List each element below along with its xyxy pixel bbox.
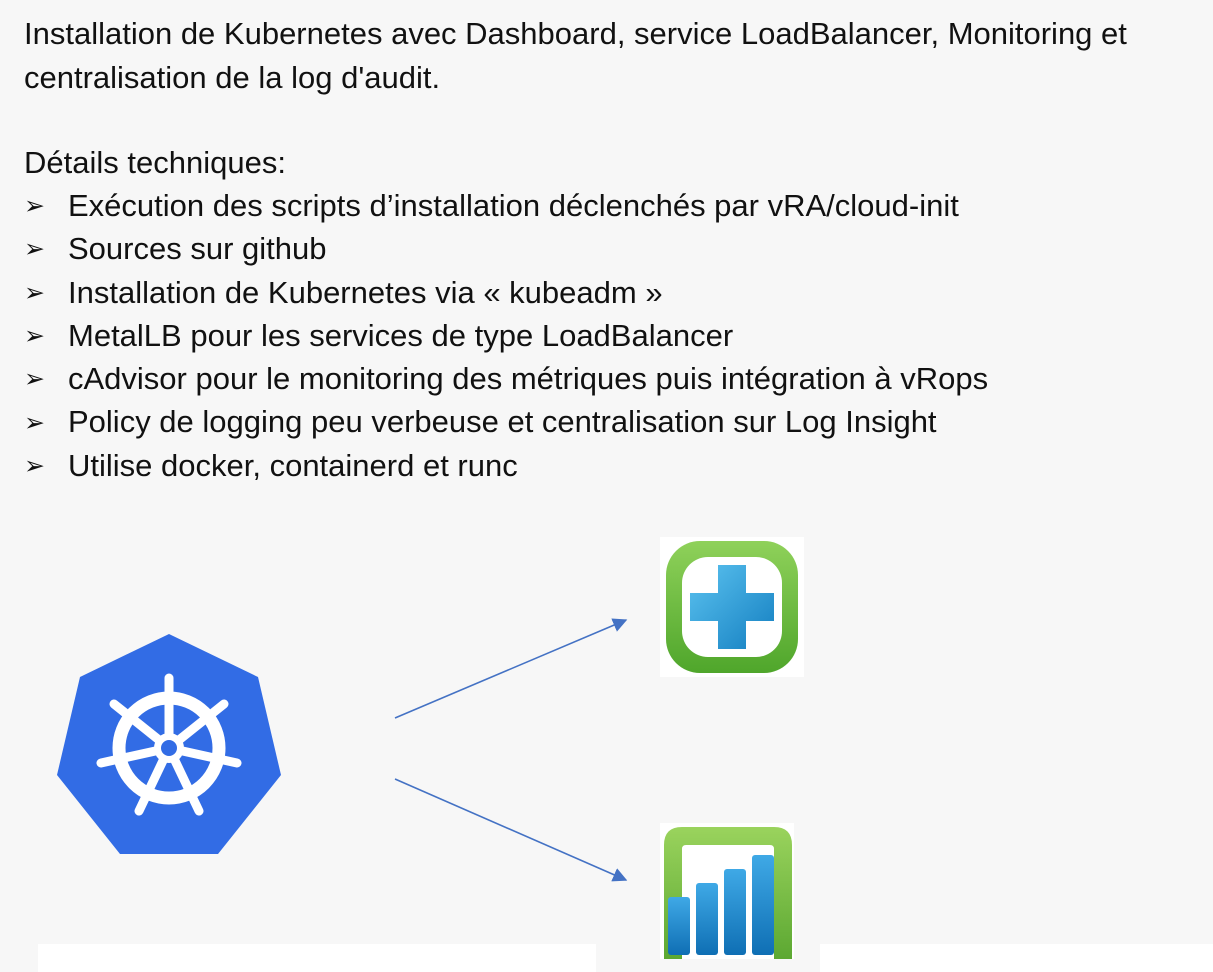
vrealize-automation-icon: [660, 537, 804, 677]
bullet-text: Utilise docker, containerd et runc: [68, 447, 518, 483]
bottom-strip: [820, 944, 1213, 972]
bullet-list: ➢ Exécution des scripts d’installation dé…: [24, 184, 988, 487]
bullet-arrow-icon: ➢: [24, 234, 45, 264]
bullet-item: ➢ Sources sur github: [24, 227, 988, 270]
bullet-text: cAdvisor pour le monitoring des métrique…: [68, 361, 989, 397]
bullet-arrow-icon: ➢: [24, 364, 45, 394]
bullet-item: ➢ Installation de Kubernetes via « kubead…: [24, 271, 988, 314]
intro-text: Installation de Kubernetes avec Dashboar…: [24, 16, 1127, 95]
bullet-text: Exécution des scripts d’installation déc…: [68, 188, 959, 223]
bullet-arrow-icon: ➢: [24, 450, 45, 480]
kubernetes-logo-icon: [57, 634, 281, 854]
bullet-arrow-icon: ➢: [24, 407, 45, 437]
bullet-arrow-icon: ➢: [24, 277, 45, 307]
bullet-item: ➢ MetalLB pour les services de type LoadB…: [24, 314, 988, 357]
bullet-arrow-icon: ➢: [24, 191, 45, 221]
bullet-item: ➢ cAdvisor pour le monitoring des métriqu…: [24, 357, 988, 400]
bullet-text: Sources sur github: [68, 231, 327, 267]
bullet-text: Policy de logging peu verbeuse et centra…: [68, 404, 937, 440]
details-title: Détails techniques:: [24, 145, 286, 180]
bullet-item: ➢ Utilise docker, containerd et runc: [24, 444, 988, 487]
bullet-text: Installation de Kubernetes via « kubeadm…: [68, 274, 663, 310]
bottom-strip: [38, 944, 596, 972]
arrow-to-vra: [394, 618, 628, 719]
bullet-text: MetalLB pour les services de type LoadBa…: [68, 317, 734, 353]
vrealize-operations-icon: [660, 823, 794, 959]
bullet-item: ➢ Policy de logging peu verbeuse et centr…: [24, 400, 988, 443]
bullet-item: ➢ Exécution des scripts d’installation dé…: [24, 184, 988, 227]
bullet-arrow-icon: ➢: [24, 321, 45, 351]
arrow-to-vrops: [394, 778, 628, 882]
